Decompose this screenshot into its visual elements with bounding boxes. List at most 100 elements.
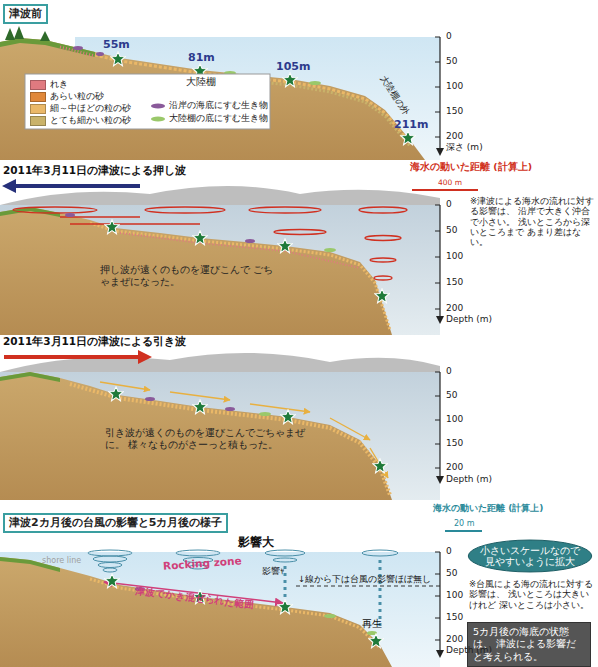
text-label: 大陸棚: [186, 76, 216, 88]
scene-rect: [0, 552, 440, 667]
scene-line: [439, 205, 440, 318]
legend-text: れき: [50, 79, 68, 90]
legend-text: とても細かい粒の砂: [50, 115, 131, 126]
panel-title-box: 津波前: [3, 4, 48, 24]
scene-line: [445, 530, 482, 532]
scene-line: [296, 586, 440, 587]
scene-ellipse: [259, 412, 271, 416]
scene-use: [283, 73, 297, 87]
scene-path: [435, 372, 440, 468]
legend-entry: あらい粒の砂: [30, 91, 104, 102]
scene-path: [0, 207, 392, 335]
scene-line: [412, 189, 478, 191]
scene-ellipse: [225, 407, 235, 411]
scene-ellipse: [98, 563, 122, 568]
text-label: 105m: [276, 60, 310, 73]
scene-polygon: [138, 350, 152, 364]
scene-ellipse: [96, 52, 104, 56]
scene-ellipse: [93, 556, 127, 562]
legend-text: あらい粒の砂: [50, 91, 104, 102]
text-label: 50: [446, 568, 457, 579]
legend-text: 細～中ほどの粒の砂: [50, 103, 131, 114]
text-label: 211m: [394, 118, 428, 131]
scene-polygon: [5, 28, 15, 40]
scene-path: [70, 384, 390, 495]
scene-use: [278, 239, 292, 253]
text-label: ※津波による海水の流れに対する影響は、 沿岸で大きく沖合で小さい。 浅いところか…: [470, 196, 596, 248]
text-label: 200: [446, 303, 463, 314]
scene-ellipse: [88, 550, 132, 556]
scene-ellipse: [65, 213, 75, 217]
text-label: 2011年3月11日の津波による押し波: [3, 164, 186, 177]
scene-ellipse: [359, 207, 407, 213]
text-label: 20 m: [454, 519, 475, 529]
scene-polygon: [436, 316, 444, 324]
text-label: 100: [446, 251, 463, 262]
legend-entry: とても細かい粒の砂: [30, 115, 131, 126]
scene-path: [435, 205, 440, 309]
text-label: shore line: [42, 556, 81, 566]
legend-swatch: [30, 92, 46, 102]
legend-text: 大陸棚の底にすむ生き物: [169, 113, 268, 124]
text-label: 海水の動いた距離 (計算上): [433, 503, 543, 514]
text-label: Depth (m): [446, 645, 492, 656]
scene-path: [370, 448, 388, 478]
scene-path: [330, 418, 370, 440]
scene-polygon: [436, 476, 444, 484]
text-label: 0: [446, 546, 452, 557]
scene-rect: [25, 74, 270, 129]
scene-ellipse: [145, 397, 155, 401]
scene-ellipse: [324, 248, 336, 252]
scene-use: [373, 459, 387, 473]
text-label: 引き波が遠くのものを運びこんでごちゃまぜに。 様々なものがさーっと積もった。: [105, 427, 305, 451]
node-text: 津波前: [9, 7, 42, 21]
scene-use: [375, 289, 389, 303]
scene-use: [401, 131, 415, 145]
conclusion-box: 5カ月後の海底の状態は、 津波による影響だと考えられる。: [467, 622, 591, 667]
panel-title-box: 津波2カ月後の台風の影響と5カ月後の様子: [3, 513, 228, 533]
node-text: 小さいスケールなので 見やすいように拡大: [477, 545, 583, 568]
text-label: 2011年3月11日の津波による引き波: [3, 335, 186, 348]
text-label: 0: [446, 31, 452, 42]
scene-ellipse: [249, 207, 321, 213]
scene-ellipse: [13, 207, 97, 213]
text-label: 200: [446, 131, 463, 142]
scene-ellipse: [145, 207, 225, 213]
scene-path: [170, 392, 230, 400]
creature-symbol: [151, 116, 165, 121]
scene-polygon: [2, 179, 16, 193]
legend-shape: [150, 102, 166, 110]
scene-path: [60, 47, 95, 56]
text-label: 0: [446, 366, 452, 377]
scene-line: [439, 37, 440, 150]
scene-use: [278, 600, 292, 614]
legend-entry: 大陸棚の底にすむ生き物: [150, 113, 268, 124]
scene-ellipse: [274, 230, 326, 235]
legend-swatch: [30, 104, 46, 114]
scene-polygon: [14, 26, 24, 39]
scene-g: [88, 550, 398, 572]
scale-note-oval: 小さいスケールなので 見やすいように拡大: [467, 539, 593, 573]
text-label: 100: [446, 81, 463, 92]
text-label: 100: [446, 590, 463, 601]
scene-ellipse: [309, 81, 321, 85]
text-label: 55m: [103, 38, 130, 51]
text-label: 影響ｬ: [262, 566, 285, 577]
scene-use: [105, 220, 119, 234]
scene-path: [120, 233, 360, 268]
scene-ellipse: [103, 568, 117, 572]
text-label: 400 m: [438, 178, 462, 187]
scene-path: [90, 579, 380, 648]
scene-line: [439, 552, 440, 652]
scene-polygon: [436, 650, 444, 658]
node-text: 5カ月後の海底の状態は、 津波による影響だと考えられる。: [473, 626, 585, 663]
scene-path: [100, 382, 150, 390]
text-label: 50: [446, 56, 457, 67]
legend-entry: れき: [30, 79, 68, 90]
scene-ellipse: [73, 46, 83, 50]
text-label: Depth (m): [446, 314, 492, 325]
scene-path: [0, 372, 392, 500]
scene-polygon: [436, 148, 444, 156]
scene-use: [281, 410, 295, 424]
legend-text: 沿岸の海底にすむ生き物: [169, 100, 268, 111]
